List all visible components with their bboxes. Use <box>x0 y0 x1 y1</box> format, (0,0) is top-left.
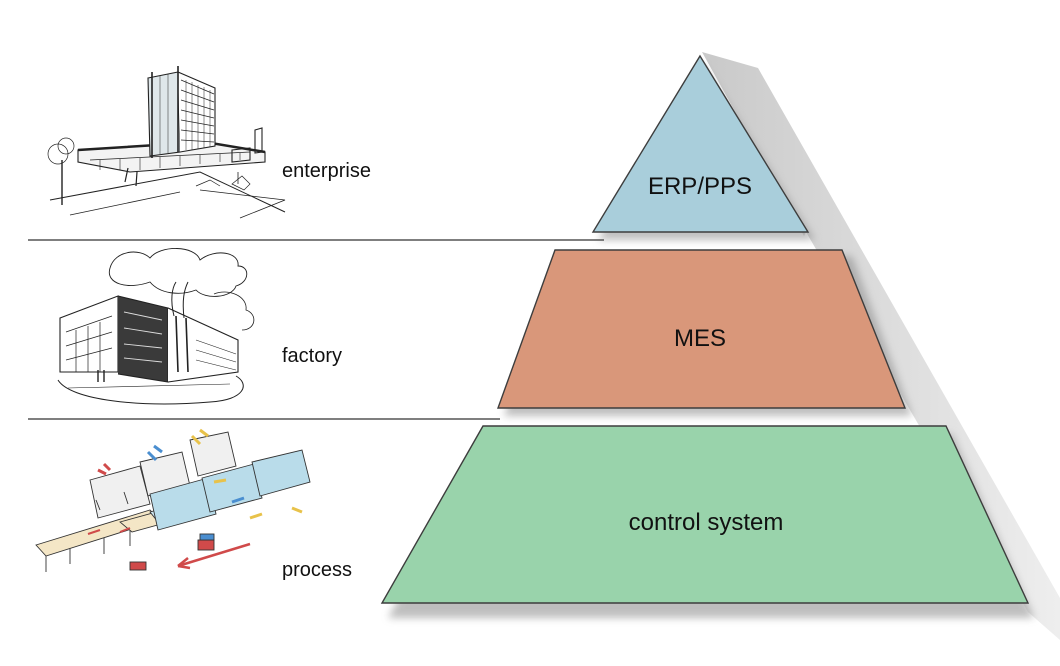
level-label-process: process <box>282 559 353 581</box>
pyramid-tier-control-system <box>380 425 1030 604</box>
pyramid-tier-erp <box>591 54 810 233</box>
tier-label-erp: ERP/PPS <box>648 173 752 200</box>
office-building-sketch-icon <box>47 66 286 219</box>
pyramid-tier-mes <box>497 249 907 409</box>
tier-label-mes: MES <box>674 325 726 352</box>
factory-sketch-icon <box>57 248 255 405</box>
level-label-factory: factory <box>282 345 343 367</box>
tier-label-control-system: control system <box>629 509 784 536</box>
production-line-sketch-icon <box>35 428 311 572</box>
level-label-enterprise: enterprise <box>282 160 371 182</box>
